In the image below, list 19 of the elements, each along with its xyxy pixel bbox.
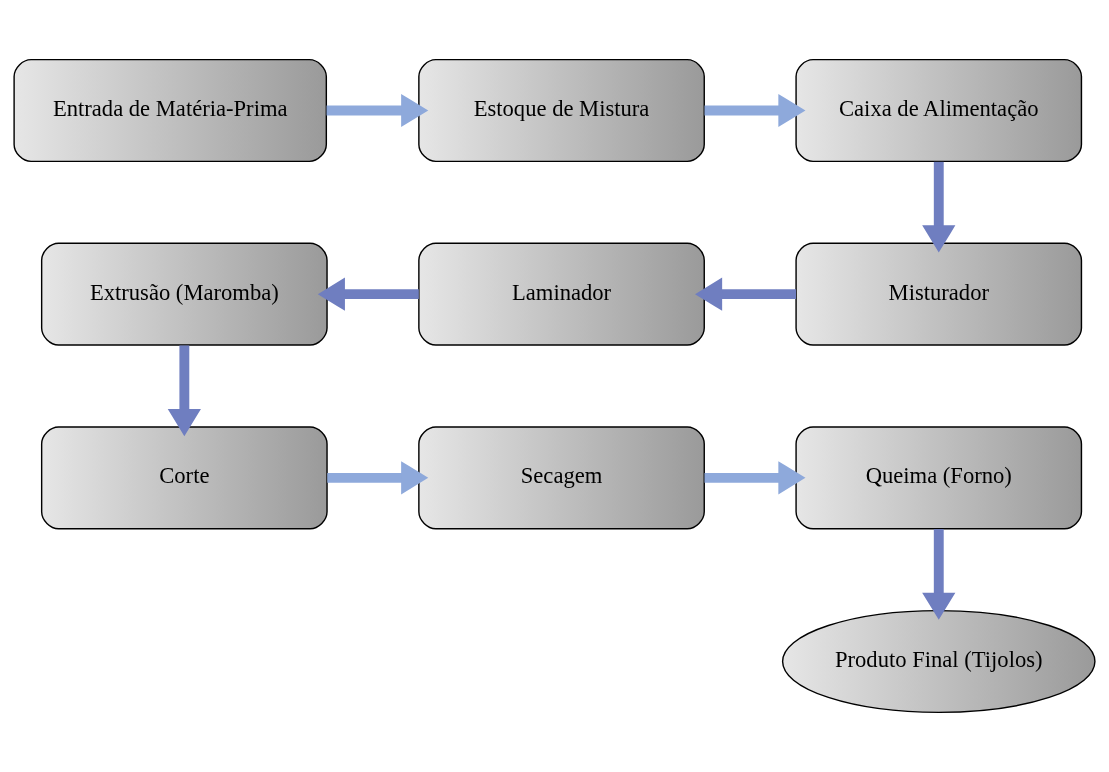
node-box: Corte xyxy=(40,426,328,530)
node-box: Secagem xyxy=(418,426,705,530)
arrow xyxy=(317,277,419,311)
node-ellipse: Produto Final (Tijolos) xyxy=(781,609,1096,714)
arrow xyxy=(167,345,201,437)
node-box: Misturador xyxy=(795,242,1083,346)
node-box: Estoque de Mistura xyxy=(418,58,705,163)
arrow xyxy=(704,93,806,128)
node-box: Laminador xyxy=(418,242,705,346)
node-box: Extrusão (Maromba) xyxy=(40,242,328,346)
arrow xyxy=(704,461,806,495)
arrow xyxy=(922,161,956,253)
arrow xyxy=(326,93,429,128)
node-box: Queima (Forno) xyxy=(795,426,1083,530)
arrow xyxy=(327,461,429,495)
node-box: Caixa de Alimentação xyxy=(795,58,1083,163)
node-box: Entrada de Matéria-Prima xyxy=(13,58,328,163)
arrow xyxy=(922,529,956,620)
arrow xyxy=(695,277,796,311)
